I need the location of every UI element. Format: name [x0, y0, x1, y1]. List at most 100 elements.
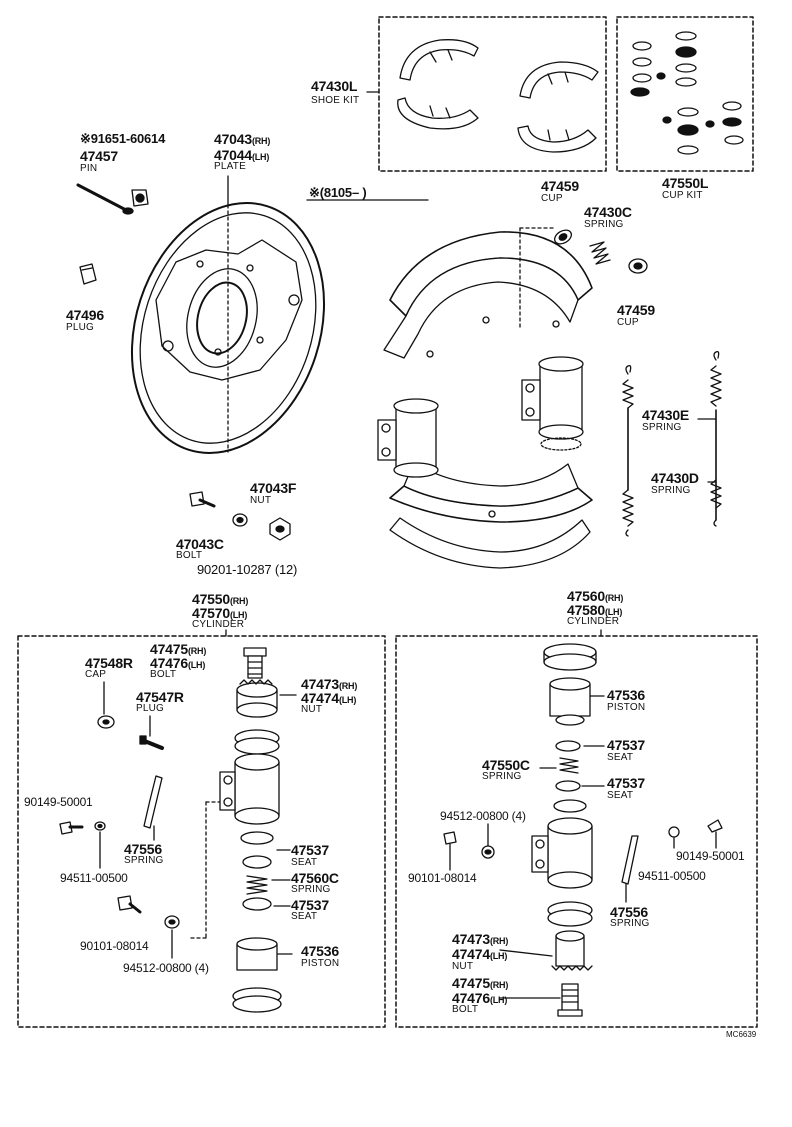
cup-bottom-part: 47459 [617, 302, 655, 318]
left-washer-b: 94512-00800 (4) [123, 961, 209, 975]
plate-part-rh: 47043(RH) [214, 131, 271, 147]
spring-d-icon [622, 364, 634, 537]
brake-shoes-icon [383, 231, 593, 569]
cup-kit-box [616, 16, 754, 172]
left-spring-arm-part: 47556 [124, 841, 162, 857]
plate-name: PLATE [214, 161, 246, 172]
left-cap-name: CAP [85, 669, 107, 680]
right-seat-top-part: 47537 [607, 737, 645, 753]
spring-e-icon [710, 350, 722, 527]
right-small-parts-icon [443, 819, 723, 885]
shoe-kit-part: 47430L [311, 78, 358, 94]
left-small-parts-icon [59, 715, 180, 929]
right-cylinder-box [395, 635, 758, 1028]
pin-icon [76, 183, 134, 215]
spring-c-part: 47430C [584, 204, 632, 220]
plate-part-lh: 47044(LH) [214, 147, 270, 163]
right-piston-part: 47536 [607, 687, 645, 703]
right-spring-part: 47550C [482, 757, 530, 773]
pin-name: PIN [80, 163, 98, 174]
figure-code: MC6639 [726, 1030, 757, 1039]
left-leader-lines [99, 681, 297, 959]
plug-icon [79, 263, 97, 285]
right-bolt-b: 90101-08014 [408, 871, 477, 885]
left-bolt-lh: 47476(LH) [150, 655, 206, 671]
bolt-c-part: 47043C [176, 536, 224, 552]
cup-top-name: CUP [541, 193, 563, 204]
right-seat-bottom-name: SEAT [607, 790, 634, 801]
pin-star-part: ※91651-60614 [80, 131, 166, 146]
right-bolt-name: BOLT [452, 1004, 479, 1015]
cup-kit-part: 47550L [662, 175, 709, 191]
left-cap-part: 47548R [85, 655, 133, 671]
bolt-c-name: BOLT [176, 550, 203, 561]
shoe-kit-box [378, 16, 607, 172]
right-cyl-header-2: 47580(LH) [567, 602, 623, 618]
left-spring-arm-name: SPRING [124, 855, 164, 866]
left-piston-part: 47536 [301, 943, 339, 959]
left-piston-name: PISTON [301, 958, 340, 969]
nut-f-part: 47043F [250, 480, 297, 496]
spring-c-icon [589, 241, 611, 265]
left-plug-name: PLUG [136, 703, 165, 714]
right-spring-arm-name: SPRING [610, 918, 650, 929]
right-cyl-header-1: 47560(RH) [567, 588, 624, 604]
right-nut-lh: 47474(LH) [452, 946, 508, 962]
right-spring-arm-part: 47556 [610, 904, 648, 920]
right-screw-a: 90149-50001 [676, 849, 745, 863]
right-seat-bottom-part: 47537 [607, 775, 645, 791]
serial-note: ※(8105– ) [309, 185, 367, 200]
cup-bottom-name: CUP [617, 317, 639, 328]
spring-d-name: SPRING [651, 485, 691, 496]
left-seat-top-name: SEAT [291, 857, 318, 868]
left-spring-part: 47560C [291, 870, 339, 886]
left-nut-icon [236, 679, 278, 718]
shoe-cylinder-right-icon [521, 356, 584, 451]
left-nut-rh: 47473(RH) [301, 676, 358, 692]
plug-name: PLUG [66, 322, 95, 333]
nut-f-name: NUT [250, 495, 272, 506]
spring-e-name: SPRING [642, 422, 682, 433]
left-nut-name: NUT [301, 704, 323, 715]
left-nut-lh: 47474(LH) [301, 690, 357, 706]
left-cyl-header-name: CYLINDER [192, 619, 245, 630]
right-bolt-rh: 47475(RH) [452, 975, 509, 991]
right-piston-name: PISTON [607, 702, 646, 713]
right-leader-lines [449, 695, 717, 999]
shoe-kit-shoes-icon [397, 39, 599, 153]
pin-part: 47457 [80, 148, 118, 164]
left-washer-a: 94511-00500 [60, 871, 128, 885]
spring-e-part: 47430E [642, 407, 690, 423]
cup-bottom-icon [628, 258, 648, 274]
left-inner-parts-icon [232, 831, 282, 1013]
left-cyl-header-1: 47550(RH) [192, 591, 249, 607]
backing-plate-icon [130, 201, 326, 455]
left-cylinder-box [17, 635, 386, 1028]
shoe-cylinder-left-icon [377, 398, 439, 478]
spring-c-name: SPRING [584, 219, 624, 230]
cup-kit-name: CUP KIT [662, 190, 703, 201]
left-seat-bottom-name: SEAT [291, 911, 318, 922]
left-bolt-name: BOLT [150, 669, 177, 680]
left-bolt-rh: 47475(RH) [150, 641, 207, 657]
left-bolt-icon [243, 647, 267, 679]
shoe-spring-dashed-leader [519, 227, 557, 331]
right-cylinder-parts-icon [531, 643, 597, 1017]
right-seat-top-name: SEAT [607, 752, 634, 763]
left-bolt-b: 90101-08014 [80, 939, 149, 953]
left-plug-part: 47547R [136, 689, 184, 705]
shoe-kit-name: SHOE KIT [311, 95, 360, 106]
left-seat-top-part: 47537 [291, 842, 329, 858]
left-spring-name: SPRING [291, 884, 331, 895]
left-cylinder-body-icon [219, 729, 280, 825]
left-screw-a: 90149-50001 [24, 795, 93, 809]
plug-part: 47496 [66, 307, 104, 323]
nut-f-icon [269, 517, 291, 541]
washer-note: 90201-10287 (12) [197, 562, 298, 577]
right-nut-rh: 47473(RH) [452, 931, 509, 947]
right-bolt-lh: 47476(LH) [452, 990, 508, 1006]
spring-d-part: 47430D [651, 470, 699, 486]
right-washer-a: 94511-00500 [638, 869, 706, 883]
left-seat-bottom-part: 47537 [291, 897, 329, 913]
cup-top-icon [553, 229, 573, 245]
